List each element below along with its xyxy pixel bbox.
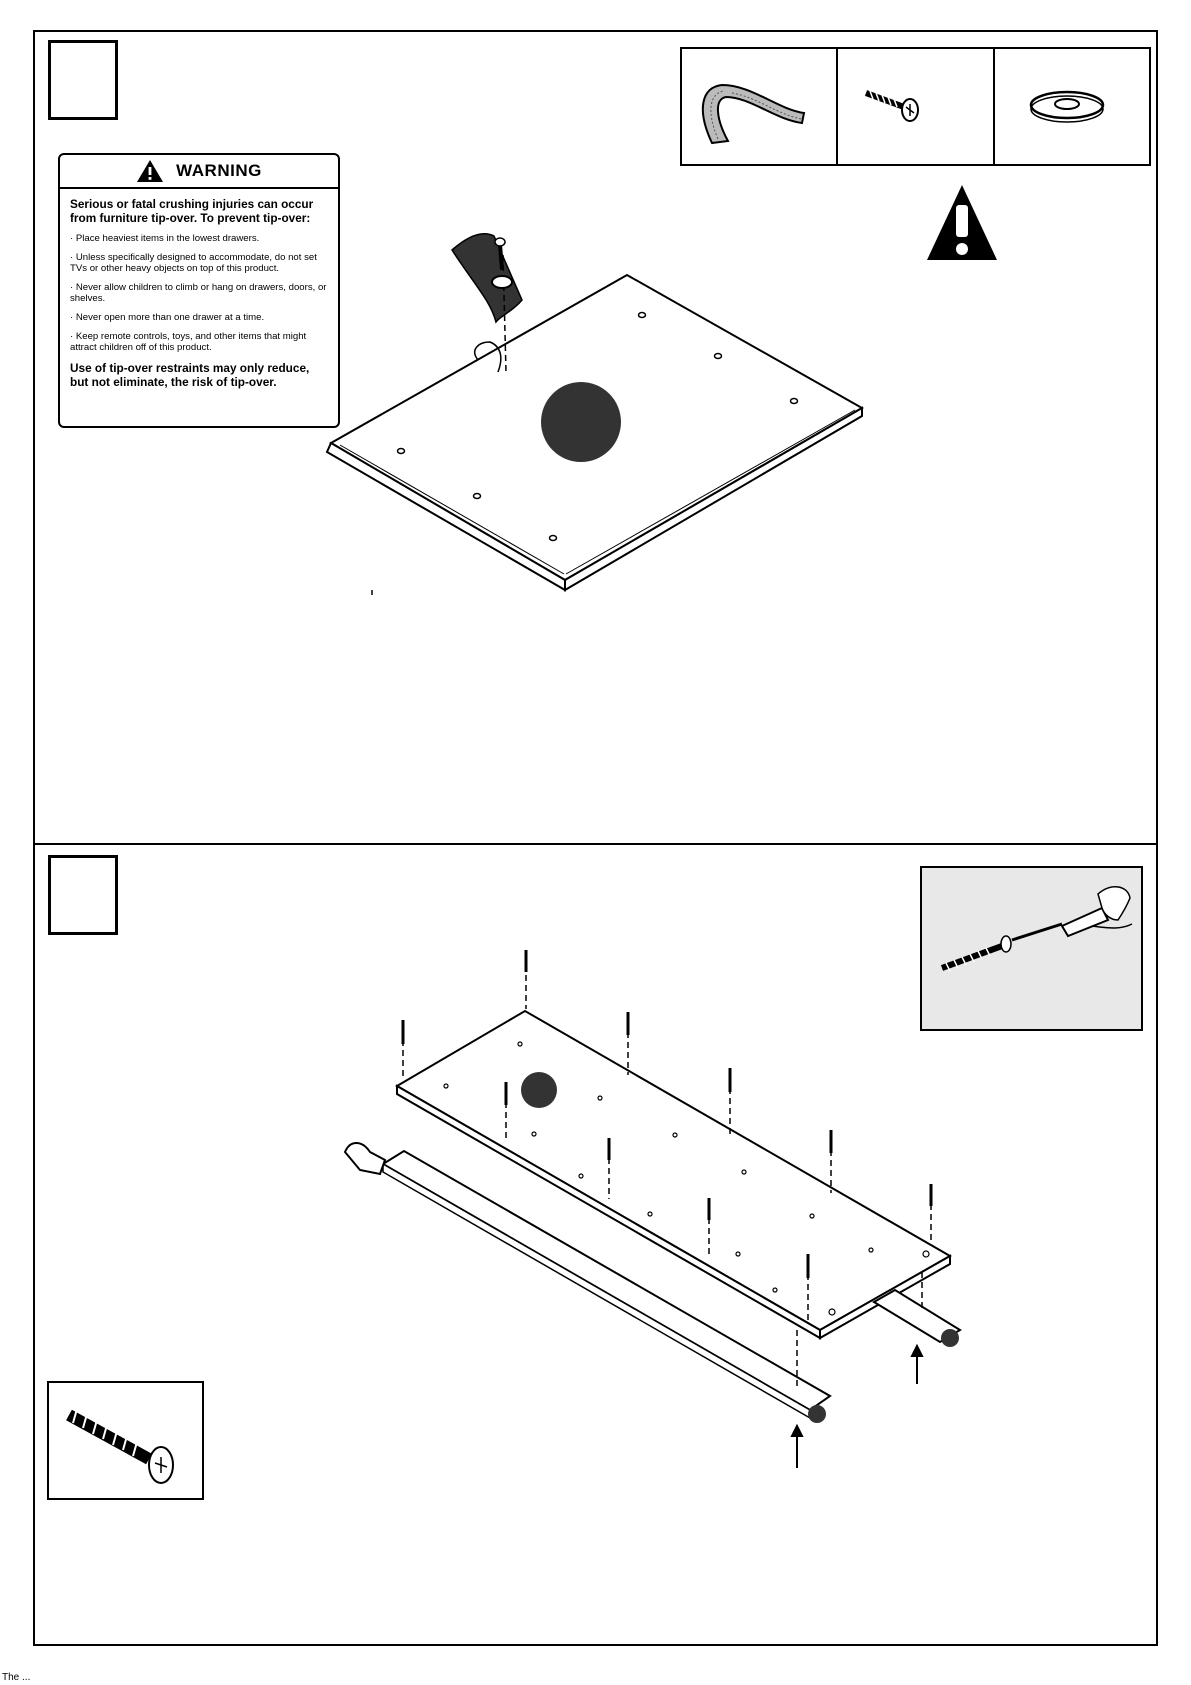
screw-detail-inset <box>47 1381 204 1500</box>
warning-lead: Serious or fatal crushing injuries can o… <box>70 197 314 225</box>
screw-icon <box>865 90 920 122</box>
board-holes <box>443 1041 930 1316</box>
warning-triangle-icon <box>137 160 164 182</box>
parts-strip <box>680 47 1151 166</box>
wood-screw-icon <box>66 1408 174 1484</box>
warning-header: WARNING <box>60 155 338 189</box>
step-number-box-1 <box>48 40 118 120</box>
rail-left <box>343 1142 832 1423</box>
warning-title: WARNING <box>176 161 262 180</box>
rail-right <box>872 1288 962 1347</box>
footer-text: The ... <box>2 1672 31 1683</box>
warning-item: · Never open more than one drawer at a t… <box>70 312 265 323</box>
warning-item: · Never allow children to climb or hang … <box>70 282 327 304</box>
part-cell-washer <box>995 49 1149 164</box>
screwdriver-icon <box>940 886 1133 972</box>
part-marker-dot <box>521 1072 557 1108</box>
screws-with-guides <box>401 950 933 1390</box>
warning-item: · Place heaviest items in the lowest dra… <box>70 233 260 244</box>
step-number-box-2 <box>48 855 118 935</box>
part-marker-dot <box>541 382 621 462</box>
part-cell-screw <box>838 49 995 164</box>
washer-icon <box>1029 90 1104 123</box>
lift-arrows <box>790 1343 924 1468</box>
warning-list: · Place heaviest items in the lowest dra… <box>70 233 328 353</box>
warning-label: WARNING Serious or fatal crushing injuri… <box>58 153 340 428</box>
part-cell-strap <box>682 49 839 164</box>
board-holes <box>396 311 799 542</box>
strap-assembly <box>451 232 523 373</box>
warning-item: · Keep remote controls, toys, and other … <box>70 331 307 353</box>
cabinet-bottom-board <box>395 1009 953 1340</box>
strap-icon <box>702 83 806 145</box>
step-panel-bottom <box>33 843 1158 1646</box>
warning-item: · Unless specifically designed to accomm… <box>70 252 317 274</box>
screwdriver-inset <box>920 866 1143 1031</box>
warning-foot: Use of tip-over restraints may only redu… <box>70 361 310 389</box>
